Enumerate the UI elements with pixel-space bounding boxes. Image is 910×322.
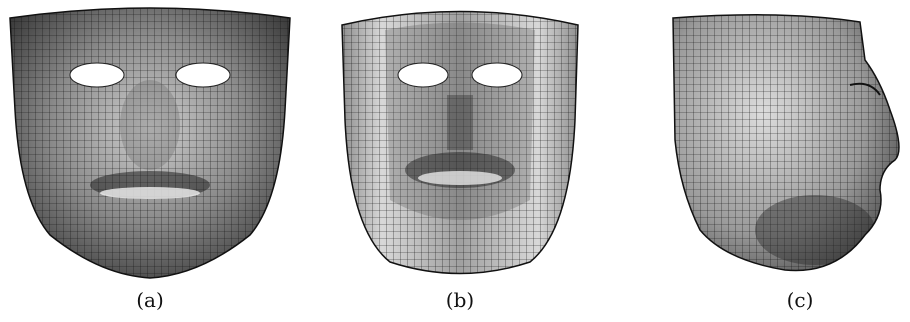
- right-eye-hole: [175, 62, 231, 88]
- eye-contour: [849, 82, 881, 96]
- side-face-mesh: [672, 14, 900, 272]
- caption-b: (b): [445, 288, 475, 312]
- rear-face-mesh: [341, 10, 579, 275]
- front-face-mesh: [9, 7, 291, 279]
- caption-a: (a): [136, 288, 164, 312]
- left-eye-hole: [397, 62, 449, 88]
- right-eye-hole: [471, 62, 523, 88]
- panel-c: (c): [665, 0, 910, 322]
- panel-a: (a): [0, 0, 300, 322]
- left-eye-hole: [69, 62, 125, 88]
- panel-b: (b): [330, 0, 590, 322]
- caption-c: (c): [786, 288, 814, 312]
